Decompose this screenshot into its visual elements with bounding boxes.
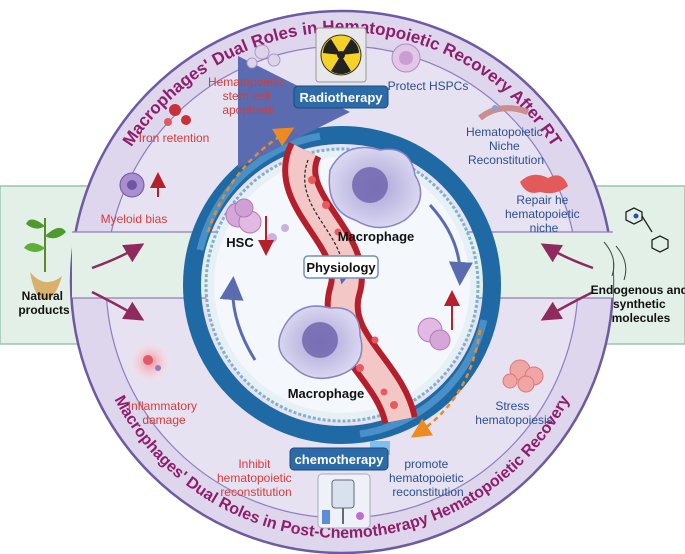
niche-vessel-icon <box>478 105 530 121</box>
radiation-icon <box>315 27 367 83</box>
orange-arrow-bottom <box>410 329 482 438</box>
endogenous-synthetic-label: Endogenous and synthetic molecules <box>591 283 685 325</box>
hsc-apoptosis-line-2: stem cell <box>223 89 270 103</box>
macrophage-top-cell <box>328 146 422 229</box>
svg-text:Inhibit hematopoietic: Inhibit hematopoietic reconstitution <box>217 457 295 499</box>
radiotherapy-label: Radiotherapy <box>299 90 383 105</box>
inflammation-icon <box>130 342 170 382</box>
svg-text:Hematopoietic stem cell: Hematopoietic stem cell apoptosis <box>208 75 288 117</box>
repair-line-1: Repair he <box>516 193 568 207</box>
stromal-cell-icon <box>520 174 568 194</box>
stress-line-2: hematopoiesis <box>475 413 552 427</box>
chemotherapy-label: chemotherapy <box>295 452 385 467</box>
protect-hspcs-label: Protect HSPCs <box>388 79 469 93</box>
repair-niche-group: Repair he hematopoietic niche <box>505 193 583 235</box>
hsc-label: HSC <box>226 235 254 250</box>
hsc-apoptosis-line-3: apoptosis <box>222 103 273 117</box>
hsc-apoptosis-group: Hematopoietic stem cell apoptosis <box>208 75 288 117</box>
hspc-cell-icon <box>391 43 421 73</box>
inhibit-line-3: reconstitution <box>220 485 291 499</box>
molecule-icon <box>603 207 669 281</box>
radiotherapy-box <box>293 85 389 109</box>
promote-reconstitution-group: promote hematopoietic reconstitution <box>389 457 467 499</box>
niche-line-3: Reconstitution <box>468 153 544 167</box>
svg-text:Hematopoietic Niche: Hematopoietic Niche Reconstitution <box>466 125 546 167</box>
stress-cells-icon <box>502 359 544 393</box>
chemotherapy-box <box>289 447 389 471</box>
physiology-label: Physiology <box>306 260 376 275</box>
iron-retention-label: Iron retention <box>139 131 210 145</box>
svg-text:Stress hematopoiesis: Stress hematopoiesis <box>475 399 552 427</box>
hsc-cluster <box>225 198 289 243</box>
red-blood-cells <box>308 176 398 409</box>
macrophage-top-label: Macrophage <box>338 229 415 244</box>
niche-line-1: Hematopoietic <box>466 125 543 139</box>
niche-line-2: Niche <box>489 139 520 153</box>
inflammatory-damage-group: Inflammatory damage <box>128 399 201 427</box>
macrophage-bottom-cell <box>278 305 363 380</box>
apoptosis-cells-icon <box>246 44 281 69</box>
iron-cells-icon <box>164 104 191 126</box>
natural-products-label: Natural products <box>18 289 70 317</box>
stress-hematopoiesis-group: Stress hematopoiesis <box>475 399 552 427</box>
svg-text:Repair he hematopoietic: Repair he hematopoietic niche <box>505 193 583 235</box>
iv-drip-icon <box>317 473 371 529</box>
repair-line-2: hematopoietic <box>505 207 580 221</box>
myeloid-bias-label: Myeloid bias <box>101 212 168 226</box>
physiology-box <box>303 255 379 279</box>
inhibit-reconstitution-group: Inhibit hematopoietic reconstitution <box>217 457 295 499</box>
inhibit-line-1: Inhibit <box>238 457 271 471</box>
stress-line-1: Stress <box>495 399 529 413</box>
svg-text:promote hematopoietic: promote hematopoietic reconstitution <box>389 457 467 499</box>
macrophage-bottom-label: Macrophage <box>288 386 365 401</box>
promote-line-3: reconstitution <box>392 485 463 499</box>
myeloid-cell-icon <box>119 172 166 198</box>
hsc-apoptosis-line-1: Hematopoietic <box>208 75 285 89</box>
promote-line-1: promote <box>404 457 448 471</box>
svg-text:Inflammatory damage: Inflammatory damage <box>128 399 201 427</box>
repair-line-3: niche <box>530 221 559 235</box>
hsc-cluster-right <box>417 317 451 351</box>
inflammatory-line-2: damage <box>142 413 186 427</box>
orange-arrow-top <box>206 127 295 233</box>
plant-icon <box>24 218 66 300</box>
promote-line-2: hematopoietic <box>389 471 464 485</box>
inhibit-line-2: hematopoietic <box>217 471 292 485</box>
niche-reconstitution-group: Hematopoietic Niche Reconstitution <box>466 125 546 167</box>
inflammatory-line-1: Inflammatory <box>128 399 197 413</box>
vessel-lumen <box>288 144 412 424</box>
